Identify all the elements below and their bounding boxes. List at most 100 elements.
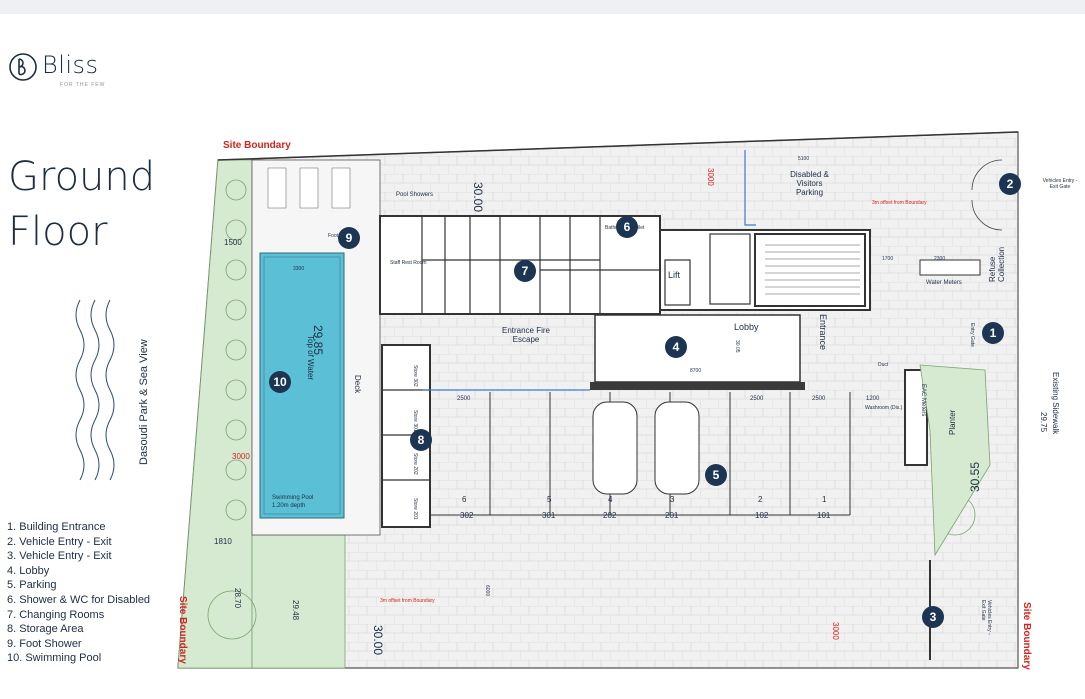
bay-number: 4: [608, 495, 613, 504]
dim-2300: 2300: [934, 256, 946, 262]
bay-code: 101: [817, 511, 831, 520]
level-4: 29.75: [1039, 412, 1048, 433]
legend-list: 1. Building Entrance 2. Vehicle Entry - …: [7, 520, 150, 666]
dim-6000: 6000: [484, 585, 490, 597]
offset-note-bottom: 3m offset from Boundary: [380, 598, 435, 604]
bay-number: 6: [462, 495, 467, 504]
level-7: 30.00: [371, 625, 385, 656]
level-3: 30.55: [968, 461, 982, 492]
vehicle-gate-label: Vehicles Entry - Exit Gate: [1042, 178, 1078, 190]
brand-tagline: FOR THE FEW: [60, 82, 106, 88]
floor-plan-drawing: [177, 131, 1019, 669]
lobby-wall: [590, 382, 805, 390]
title-line-2: Floor: [8, 209, 108, 255]
legend-item: 1. Building Entrance: [7, 521, 106, 533]
site-boundary-right: Site Boundary: [1021, 602, 1032, 670]
legend-item: 3. Vehicle Entry - Exit: [7, 550, 112, 563]
page-title: Ground Floor: [8, 150, 155, 260]
legend-item: 2. Vehicle Entry - Exit: [7, 535, 112, 548]
staff-rest-label: Staff Rest Room: [390, 260, 427, 266]
cars: [592, 401, 700, 495]
lobby-area: [594, 314, 801, 383]
top-bar: [0, 0, 1085, 14]
store-label: Store 302: [412, 365, 418, 387]
dim-3300: 3300: [293, 266, 305, 272]
marker-lobby[interactable]: 4: [665, 336, 687, 358]
changing-block: [379, 215, 661, 315]
dim-2500-c: 2500: [812, 396, 826, 402]
marker-building-entrance[interactable]: 1: [982, 322, 1004, 344]
entrance-label: Entrance: [818, 314, 828, 351]
legend-item: 7. Changing Rooms: [7, 608, 105, 621]
bay-number: 2: [758, 495, 763, 504]
bay-number: 1: [822, 495, 827, 504]
water-meters-label: Water Meters: [926, 280, 962, 286]
lift-shaft: [664, 259, 691, 306]
wc-label: Washroom (Dis.): [865, 405, 903, 411]
level-1: 30.00: [471, 182, 485, 213]
site-boundary-left: Site Boundary: [177, 596, 188, 664]
level-5: 28.70: [233, 588, 242, 609]
floor-plan: Site Boundary Site Boundary Site Boundar…: [160, 120, 1085, 699]
sea-waves-icon: [75, 299, 115, 481]
dim-8700: 8700: [690, 368, 702, 374]
brand-logo: Bliss FOR THE FEW: [8, 50, 118, 92]
legend-item: 8. Storage Area: [7, 623, 84, 636]
pool-label: Swimming Pool: [272, 495, 314, 501]
lift-label: Lift: [668, 270, 681, 280]
marker-vehicle-entry-2[interactable]: 3: [922, 606, 944, 628]
entry-gate-label: Entry Gate: [969, 323, 975, 347]
dim-3000-a: 3000: [706, 168, 715, 186]
planter-label: Planter: [948, 409, 957, 435]
dim-3000-b: 3000: [232, 452, 250, 461]
bay-code: 302: [460, 511, 474, 520]
dim-2500-b: 2500: [750, 396, 764, 402]
sidewalk-label: Existing Sidewalk: [1051, 372, 1060, 435]
duct-label: Duct: [878, 362, 889, 368]
deck-label: Deck: [353, 375, 362, 394]
legend-item: 5. Parking: [7, 579, 57, 592]
bay-code: 202: [603, 511, 617, 520]
dim-5100: 5100: [798, 156, 810, 162]
dim-1700: 1700: [882, 256, 894, 262]
level-6: 29.48: [291, 600, 300, 621]
legend-item: 10. Swimming Pool: [7, 652, 102, 665]
marker-parking[interactable]: 5: [705, 464, 727, 486]
store-label: Store 202: [412, 453, 418, 475]
refuse-label: Refuse Collection: [988, 246, 1006, 282]
level-2: 29.85: [311, 325, 325, 356]
bay-number: 5: [547, 495, 552, 504]
marker-disabled-wc[interactable]: 6: [616, 216, 638, 238]
legend-item: 4. Lobby: [7, 564, 50, 577]
bliss-logo-icon: [9, 53, 37, 81]
dim-3000-c: 3000: [831, 622, 840, 640]
marker-swimming-pool[interactable]: 10: [269, 371, 291, 393]
marker-changing-rooms[interactable]: 7: [514, 260, 536, 282]
bay-number: 3: [670, 495, 675, 504]
view-label: Dasoudi Park & Sea View: [138, 339, 150, 465]
planter: [919, 364, 991, 557]
dim-1200: 1200: [866, 396, 880, 402]
offset-note-top: 3m offset from Boundary: [872, 200, 927, 206]
lobby-label: Lobby: [734, 322, 759, 332]
marker-vehicle-entry-1[interactable]: 2: [999, 173, 1021, 195]
level-8: 30.05: [734, 340, 740, 353]
vehicle-entry-label: Vehicles Entry - Exit Gate: [980, 600, 992, 635]
pool-showers-label: Pool Showers: [396, 192, 434, 198]
site-boundary-top: Site Boundary: [223, 140, 291, 151]
disabled-parking-label: Disabled & Visitors Parking: [790, 170, 829, 197]
bay-code: 201: [665, 511, 679, 520]
marker-storage[interactable]: 8: [410, 429, 432, 451]
pool-depth-label: 1.20m depth: [272, 503, 306, 509]
eac-meters-label: EAC Meters: [920, 384, 926, 417]
marker-foot-shower[interactable]: 9: [338, 227, 360, 249]
entrance-fire-label: Entrance Fire Escape: [501, 326, 551, 344]
trees: [207, 179, 976, 640]
title-line-1: Ground: [8, 154, 156, 200]
sun-loungers: [267, 167, 351, 209]
bay-code: 301: [542, 511, 556, 520]
store-label: Store 201: [412, 498, 418, 520]
dim-1810: 1810: [214, 537, 232, 546]
eac-meters-box: [904, 369, 928, 466]
bay-code: 102: [755, 511, 769, 520]
